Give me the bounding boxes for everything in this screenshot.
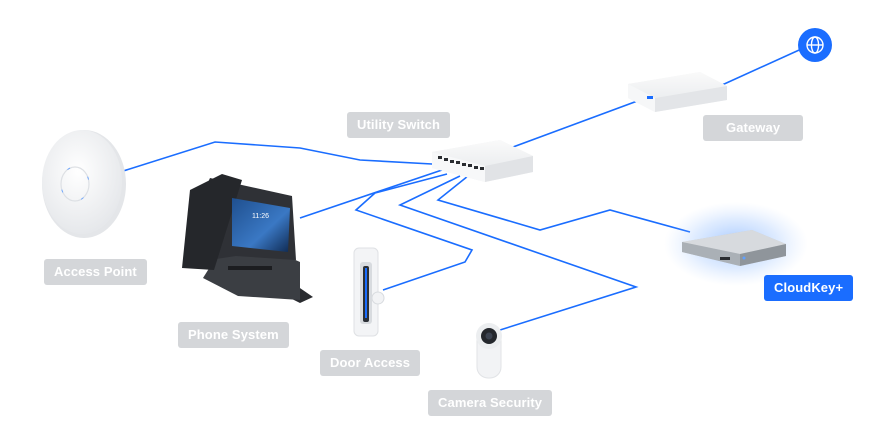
globe-icon <box>806 36 824 54</box>
gateway-label: Gateway <box>703 115 804 141</box>
svg-text:11:26: 11:26 <box>252 213 269 220</box>
gateway-device <box>628 72 727 112</box>
phone-system-label: Phone System <box>178 322 289 348</box>
door-access-label: Door Access <box>320 350 421 376</box>
camera-security-device <box>476 323 502 379</box>
link-switch-cloudkey <box>436 175 691 233</box>
door-access-device <box>353 247 385 337</box>
cloudkey-label: CloudKey+ <box>764 275 854 301</box>
internet-node <box>798 28 832 62</box>
link-gateway-switch <box>504 99 641 151</box>
link-switch-camera <box>397 175 639 331</box>
access-point-label: Access Point <box>44 259 147 285</box>
connection-lines <box>119 45 809 331</box>
utility-switch-device <box>432 140 533 182</box>
switch-label: Utility Switch <box>347 112 451 138</box>
link-switch-access-point <box>119 141 451 173</box>
link-switch-door <box>354 173 474 291</box>
cloudkey-device <box>664 202 808 286</box>
link-switch-phone <box>299 169 443 219</box>
access-point-device <box>42 130 126 238</box>
phone-system-device: 11:26 <box>182 174 313 303</box>
camera-security-label: Camera Security <box>428 390 553 416</box>
